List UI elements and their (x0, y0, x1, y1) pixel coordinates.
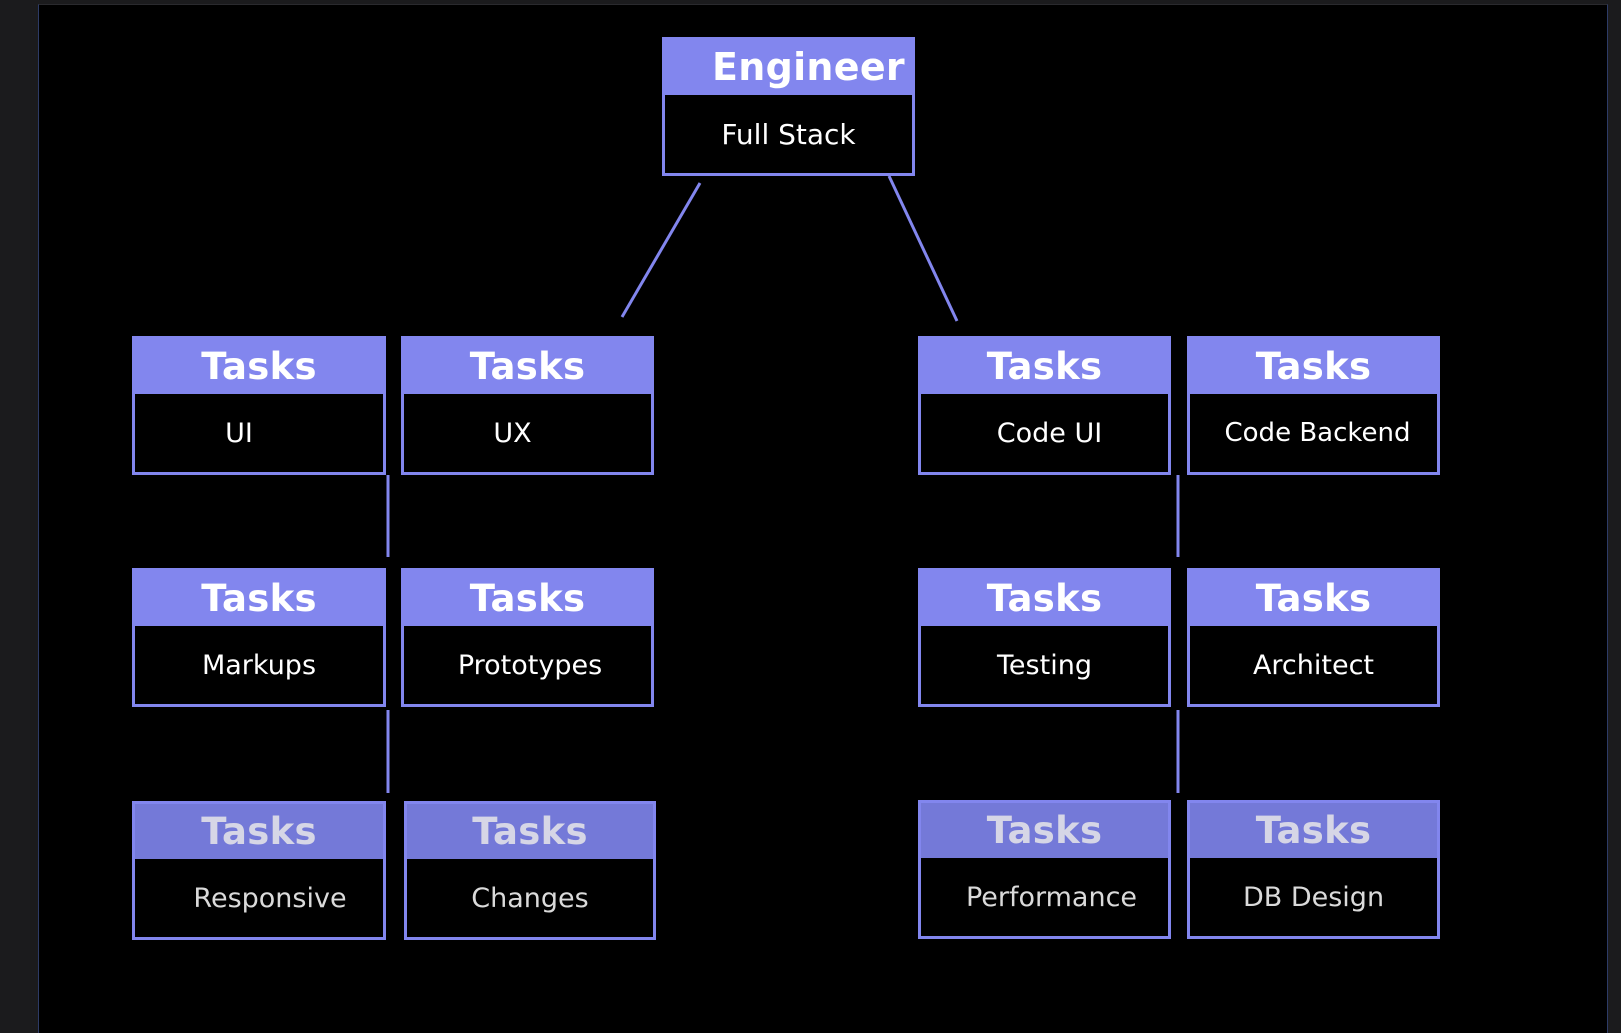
root-node-label: Full Stack (721, 117, 856, 151)
task-node-header: Tasks (921, 803, 1168, 858)
task-node-changes[interactable]: Tasks Changes (404, 801, 656, 940)
task-node-label: Markups (201, 649, 317, 681)
task-node-db-design[interactable]: Tasks DB Design (1187, 800, 1440, 939)
task-node-label: Prototypes (457, 649, 603, 681)
task-node-label: Code Backend (1224, 418, 1411, 448)
task-node-header: Tasks (921, 339, 1168, 394)
task-node-architect[interactable]: Tasks Architect (1187, 568, 1440, 707)
task-node-code-ui[interactable]: Tasks Code UI (918, 336, 1171, 475)
task-node-ui[interactable]: Tasks UI (132, 336, 386, 475)
task-node-testing[interactable]: Tasks Testing (918, 568, 1171, 707)
task-node-label: Code UI (996, 417, 1103, 449)
task-node-header: Tasks (135, 571, 383, 626)
task-node-label: Architect (1252, 649, 1375, 681)
task-node-header: Tasks (404, 571, 651, 626)
task-node-code-backend[interactable]: Tasks Code Backend (1187, 336, 1440, 475)
task-node-header: Tasks (921, 571, 1168, 626)
task-node-performance[interactable]: Tasks Performance (918, 800, 1171, 939)
task-node-header: Tasks (404, 339, 651, 394)
task-node-markups[interactable]: Tasks Markups (132, 568, 386, 707)
task-node-header: Tasks (1190, 339, 1437, 394)
task-node-ux[interactable]: Tasks UX (401, 336, 654, 475)
task-node-label: Testing (997, 649, 1092, 681)
task-node-header: Tasks (1190, 571, 1437, 626)
task-node-label: Responsive (193, 882, 347, 914)
task-node-label: UI (225, 417, 253, 449)
task-node-label: Changes (471, 882, 589, 914)
task-node-header: Tasks (407, 804, 653, 859)
task-node-header: Tasks (135, 804, 383, 859)
task-node-prototypes[interactable]: Tasks Prototypes (401, 568, 654, 707)
root-node-title: Engineer (665, 40, 912, 95)
root-node[interactable]: Engineer Full Stack (662, 37, 915, 176)
task-node-header: Tasks (1190, 803, 1437, 858)
task-node-header: Tasks (135, 339, 383, 394)
task-node-label: DB Design (1242, 881, 1385, 913)
task-node-responsive[interactable]: Tasks Responsive (132, 801, 386, 940)
task-node-label: UX (493, 417, 532, 449)
task-node-label: Performance (965, 881, 1138, 913)
